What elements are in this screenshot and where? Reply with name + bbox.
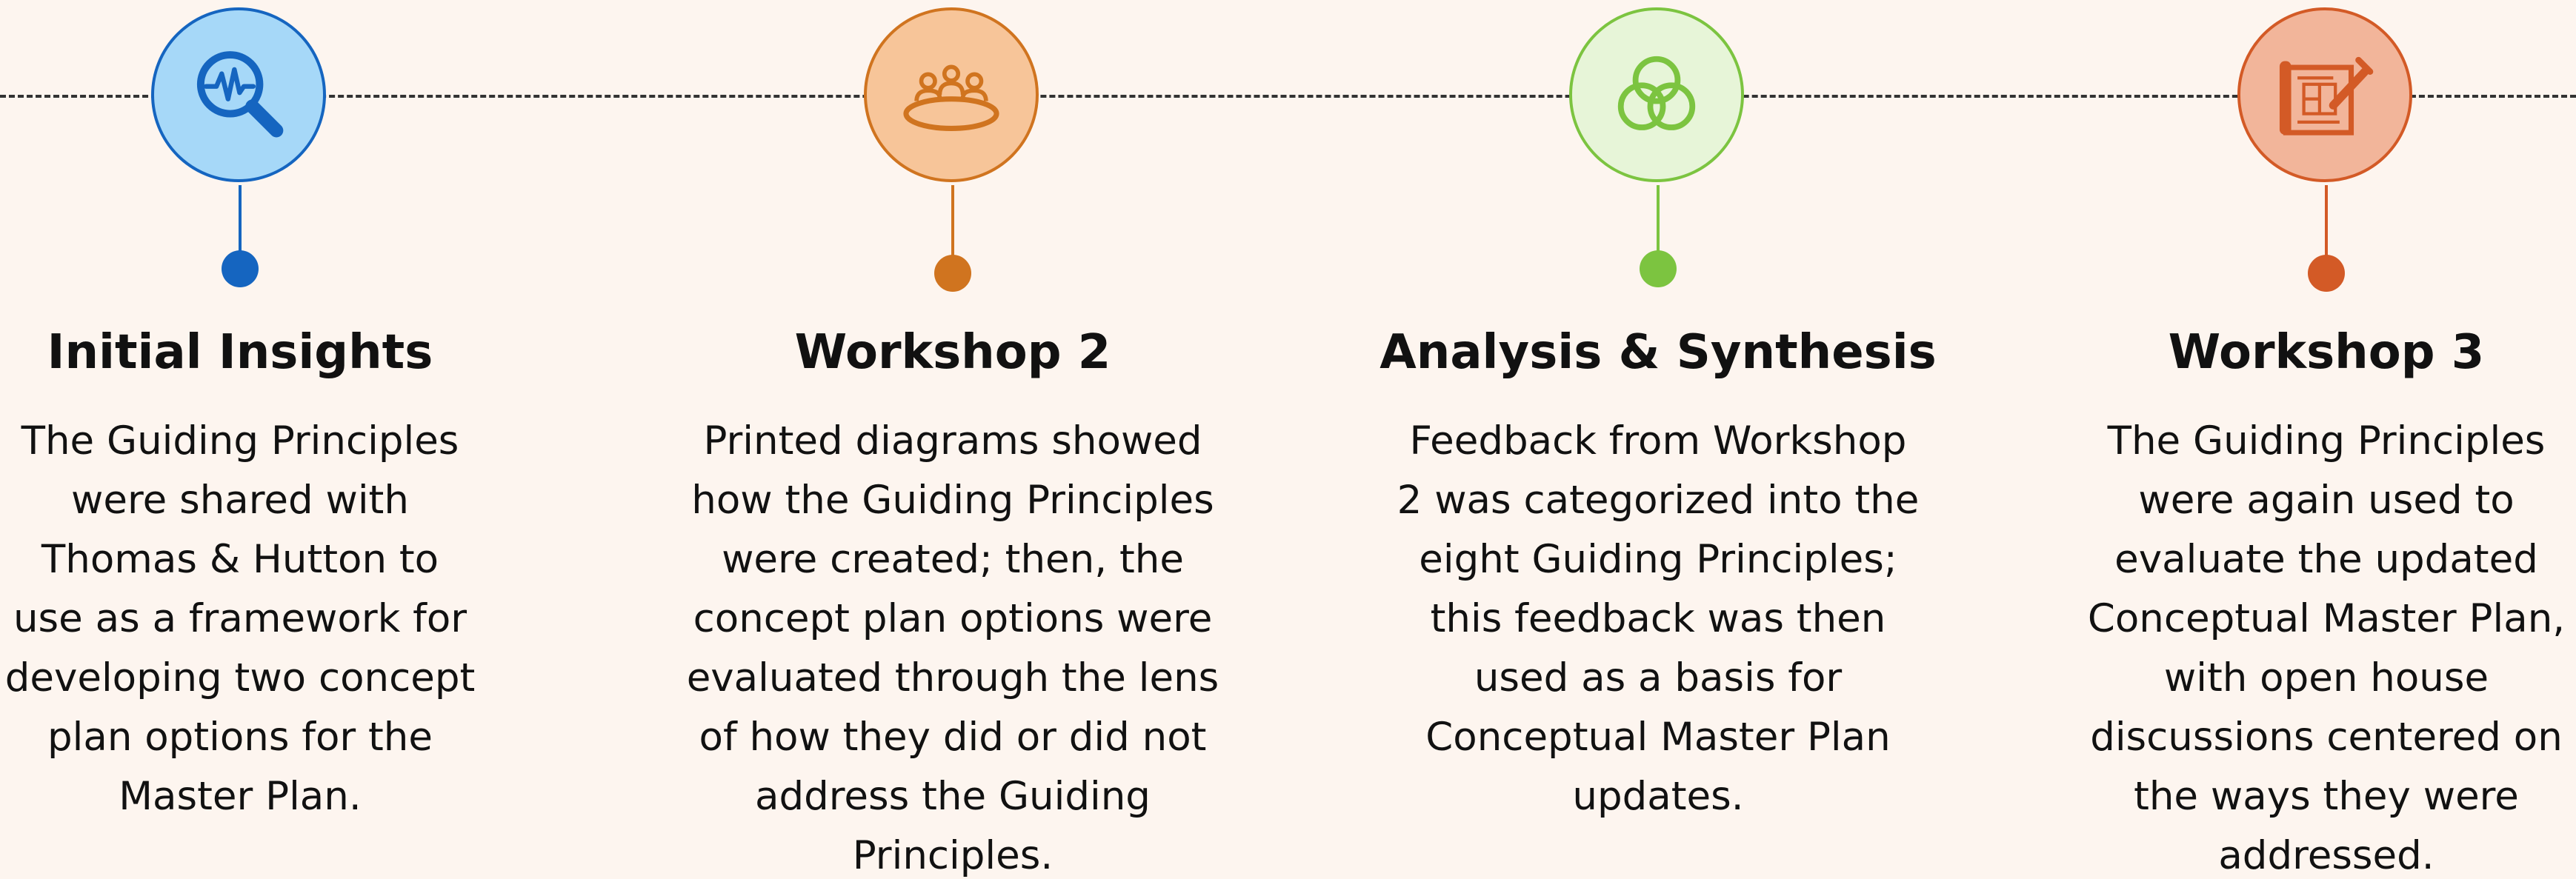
step-title: Initial Insights	[47, 325, 433, 380]
step-description: The Guiding Principles were again used t…	[2087, 418, 2566, 878]
step-connector	[239, 185, 242, 259]
step-description: Printed diagrams showed how the Guiding …	[686, 418, 1219, 878]
timeline-step-initial-insights: Initial Insights The Guiding Principles …	[0, 0, 522, 879]
venn-circles-icon	[1617, 56, 1696, 130]
step-marker-dot	[2308, 255, 2345, 292]
step-title: Workshop 3	[2168, 325, 2485, 380]
blueprint-pencil-icon	[2279, 56, 2374, 136]
meeting-table-icon	[903, 64, 999, 131]
step-description: Feedback from Workshop 2 was categorized…	[1397, 418, 1920, 819]
step-title: Workshop 2	[794, 325, 1111, 380]
magnifier-pulse-icon	[196, 51, 284, 138]
step-marker-dot	[1640, 250, 1677, 287]
step-description: The Guiding Principles were shared with …	[4, 418, 476, 819]
step-icon-circle	[151, 7, 326, 182]
step-icon-circle	[864, 7, 1039, 182]
timeline-dashed-line	[0, 95, 2576, 98]
step-icon-circle	[2237, 7, 2412, 182]
step-icon-circle	[1569, 7, 1744, 182]
step-connector	[1657, 185, 1660, 259]
timeline-step-analysis-synthesis: Analysis & Synthesis Feedback from Works…	[1377, 0, 1940, 879]
timeline-step-workshop-3: Workshop 3 The Guiding Principles were a…	[2045, 0, 2576, 879]
timeline-step-workshop-2: Workshop 2 Printed diagrams showed how t…	[671, 0, 1234, 879]
step-connector	[951, 185, 954, 259]
step-title: Analysis & Synthesis	[1379, 325, 1937, 380]
step-marker-dot	[222, 250, 259, 287]
step-connector	[2325, 185, 2328, 259]
step-marker-dot	[934, 255, 971, 292]
